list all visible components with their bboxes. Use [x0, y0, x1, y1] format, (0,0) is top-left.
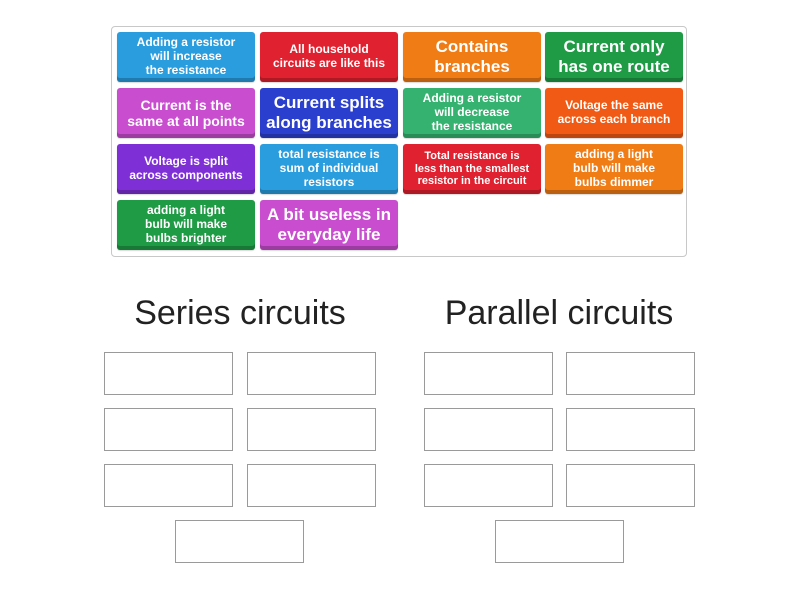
- parallel-drop-slot[interactable]: [424, 408, 553, 451]
- parallel-drop-slot[interactable]: [566, 464, 695, 507]
- answer-tile[interactable]: total resistance is sum of individual re…: [260, 144, 398, 194]
- parallel-drop-slot[interactable]: [495, 520, 624, 563]
- answer-tile[interactable]: Voltage is split across components: [117, 144, 255, 194]
- series-drop-slot[interactable]: [247, 464, 376, 507]
- answer-tile[interactable]: Adding a resistor will decrease the resi…: [403, 88, 541, 138]
- series-group-title: Series circuits: [134, 294, 346, 332]
- answer-tile[interactable]: Current only has one route: [545, 32, 683, 82]
- parallel-drop-slot[interactable]: [424, 352, 553, 395]
- answer-tile[interactable]: Current is the same at all points: [117, 88, 255, 138]
- series-drop-slot[interactable]: [104, 408, 233, 451]
- answer-tile[interactable]: Voltage the same across each branch: [545, 88, 683, 138]
- series-drop-slot[interactable]: [247, 352, 376, 395]
- answer-tile[interactable]: adding a light bulb will make bulbs brig…: [117, 200, 255, 250]
- series-drop-slot[interactable]: [104, 464, 233, 507]
- parallel-drop-slot[interactable]: [566, 408, 695, 451]
- answer-tile[interactable]: Total resistance is less than the smalle…: [403, 144, 541, 194]
- answer-tile[interactable]: All household circuits are like this: [260, 32, 398, 82]
- answer-tile[interactable]: Adding a resistor will increase the resi…: [117, 32, 255, 82]
- answer-tile[interactable]: A bit useless in everyday life: [260, 200, 398, 250]
- answer-tile[interactable]: Contains branches: [403, 32, 541, 82]
- series-drop-slot[interactable]: [175, 520, 304, 563]
- series-drop-slot[interactable]: [104, 352, 233, 395]
- tile-tray: Adding a resistor will increase the resi…: [111, 26, 687, 257]
- parallel-drop-slot[interactable]: [424, 464, 553, 507]
- answer-tile[interactable]: adding a light bulb will make bulbs dimm…: [545, 144, 683, 194]
- series-drop-slot[interactable]: [247, 408, 376, 451]
- parallel-group-title: Parallel circuits: [444, 294, 674, 332]
- parallel-drop-slot[interactable]: [566, 352, 695, 395]
- answer-tile[interactable]: Current splits along branches: [260, 88, 398, 138]
